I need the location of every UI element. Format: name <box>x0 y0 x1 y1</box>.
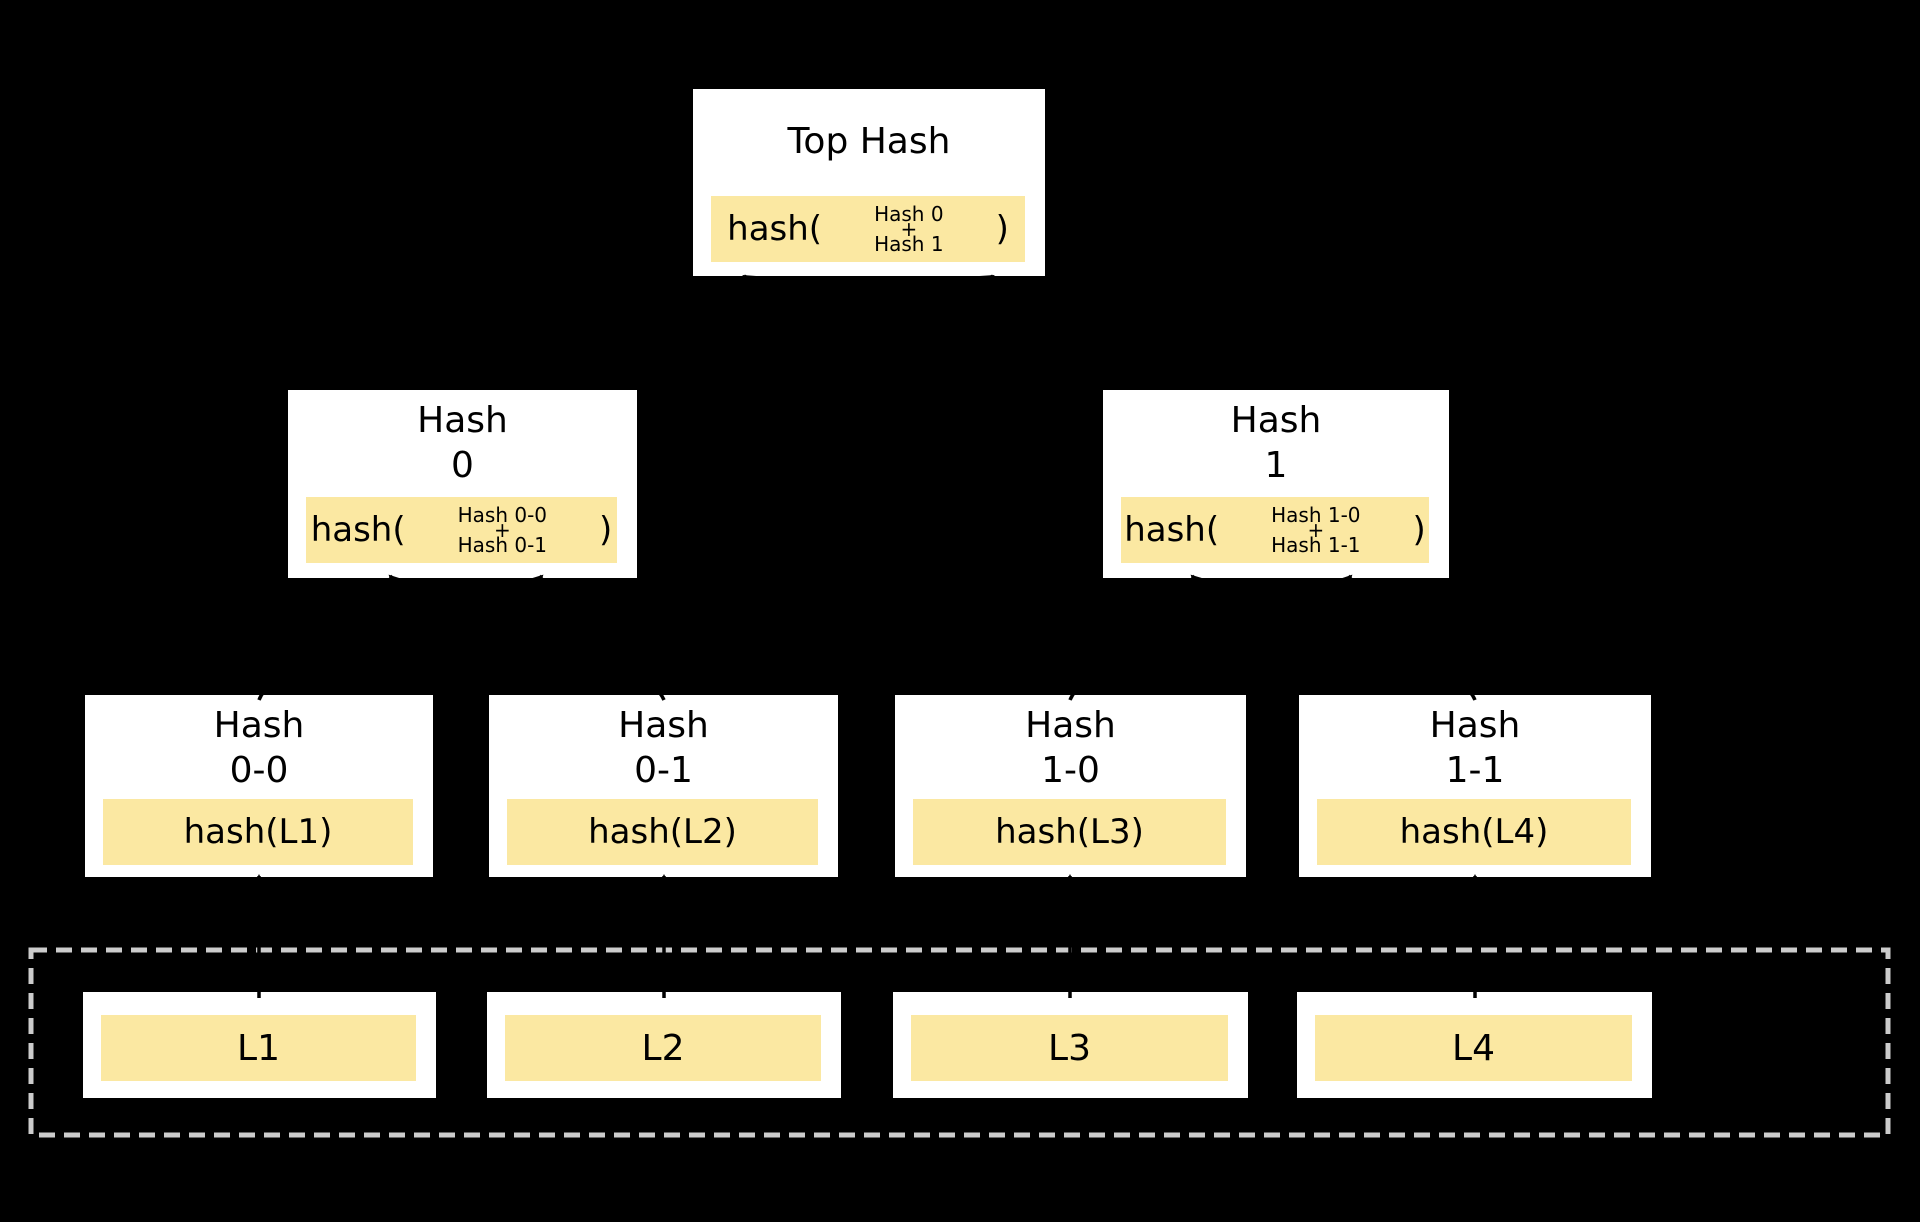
node-hash-0-value: hash( Hash 0-0 + Hash 0-1 ) <box>306 497 617 563</box>
title-line-1: Hash <box>1230 400 1322 441</box>
node-hash-1-1: Hash 1-1 hash(L4) <box>1297 693 1653 879</box>
hash-func-open: hash( <box>310 510 406 550</box>
node-hash-0-0-title: Hash 0-0 <box>85 695 433 793</box>
leaf-hash-value: hash(L2) <box>588 812 737 852</box>
hash-arg-bottom: Hash 1 <box>874 232 944 256</box>
node-hash-1-0-value: hash(L3) <box>913 799 1226 865</box>
title-line-2: 0-0 <box>229 750 289 791</box>
title-line-1: Hash <box>1429 705 1521 746</box>
data-block-l4-bar: L4 <box>1315 1015 1632 1081</box>
node-hash-1-1-title: Hash 1-1 <box>1299 695 1651 793</box>
title-line-2: 0 <box>451 445 474 486</box>
data-block-l1-bar: L1 <box>101 1015 416 1081</box>
hash-func-args: Hash 1-0 + Hash 1-1 <box>1271 504 1360 556</box>
leaf-hash-value: hash(L3) <box>995 812 1144 852</box>
data-block-l3-bar: L3 <box>911 1015 1228 1081</box>
hash-arg-top: Hash 1-0 <box>1271 503 1361 527</box>
arrow-hash-0-0-to-hash-0 <box>257 574 544 701</box>
node-top-hash-title: Top Hash <box>787 121 951 162</box>
hash-func-args: Hash 0-0 + Hash 0-1 <box>458 504 547 556</box>
arrow-hash-1-0-to-hash-1 <box>1068 574 1353 701</box>
data-block-label: L3 <box>1048 1027 1091 1069</box>
title-line-2: 1-1 <box>1445 750 1505 791</box>
hash-arg-top: Hash 0 <box>874 202 944 226</box>
data-block-label: L4 <box>1452 1027 1495 1069</box>
data-block-l4: L4 <box>1297 992 1652 1098</box>
hash-func-close: ) <box>599 510 613 550</box>
hash-func-args: Hash 0 + Hash 1 <box>874 203 943 255</box>
title-line-2: 0-1 <box>634 750 693 791</box>
node-hash-0-0: Hash 0-0 hash(L1) <box>83 693 435 879</box>
node-hash-0-title: Hash 0 <box>288 390 637 488</box>
arrow-hash-1-1-to-hash-1 <box>1190 574 1477 701</box>
node-hash-0: Hash 0 hash( Hash 0-0 + Hash 0-1 ) <box>286 388 639 580</box>
data-block-l2-bar: L2 <box>505 1015 821 1081</box>
node-hash-0-1: Hash 0-1 hash(L2) <box>487 693 840 879</box>
leaf-hash-value: hash(L4) <box>1399 812 1549 852</box>
data-block-l3: L3 <box>893 992 1248 1098</box>
node-hash-1-value: hash( Hash 1-0 + Hash 1-1 ) <box>1121 497 1429 563</box>
title-line-1: Hash <box>213 705 305 746</box>
arrow-hash-0-1-to-hash-0 <box>388 574 666 701</box>
hash-arg-bottom: Hash 0-1 <box>457 533 548 557</box>
hash-func-open: hash( <box>727 209 823 249</box>
data-block-l2: L2 <box>487 992 841 1098</box>
node-hash-0-0-value: hash(L1) <box>103 799 413 865</box>
node-hash-1-0-title: Hash 1-0 <box>895 695 1246 793</box>
node-hash-1-1-value: hash(L4) <box>1317 799 1631 865</box>
arrow-hash-0-to-top-hash <box>460 274 995 387</box>
hash-func-close: ) <box>1412 510 1426 550</box>
data-block-label: L2 <box>641 1027 685 1069</box>
node-hash-0-1-title: Hash 0-1 <box>489 695 838 793</box>
hash-func-open: hash( <box>1124 510 1220 550</box>
leaf-hash-value: hash(L1) <box>183 812 333 852</box>
node-hash-1-title: Hash 1 <box>1103 390 1449 488</box>
title-line-2: 1-0 <box>1041 750 1100 791</box>
hash-arg-top: Hash 0-0 <box>457 503 548 527</box>
data-block-l1: L1 <box>83 992 436 1098</box>
node-top-hash: Top Hash hash( Hash 0 + Hash 1 ) <box>691 87 1047 278</box>
node-hash-1: Hash 1 hash( Hash 1-0 + Hash 1-1 ) <box>1101 388 1451 580</box>
title-line-2: 1 <box>1264 445 1288 486</box>
hash-arg-bottom: Hash 1-1 <box>1271 533 1361 557</box>
hash-func-close: ) <box>995 209 1009 249</box>
data-block-label: L1 <box>237 1027 280 1069</box>
title-line-1: Hash <box>417 400 508 441</box>
title-line-1: Hash <box>618 705 709 746</box>
arrow-hash-1-to-top-hash <box>742 274 1278 387</box>
node-hash-1-0: Hash 1-0 hash(L3) <box>893 693 1248 879</box>
title-line-1: Hash <box>1025 705 1116 746</box>
node-hash-0-1-value: hash(L2) <box>507 799 818 865</box>
node-top-hash-value: hash( Hash 0 + Hash 1 ) <box>711 196 1025 262</box>
